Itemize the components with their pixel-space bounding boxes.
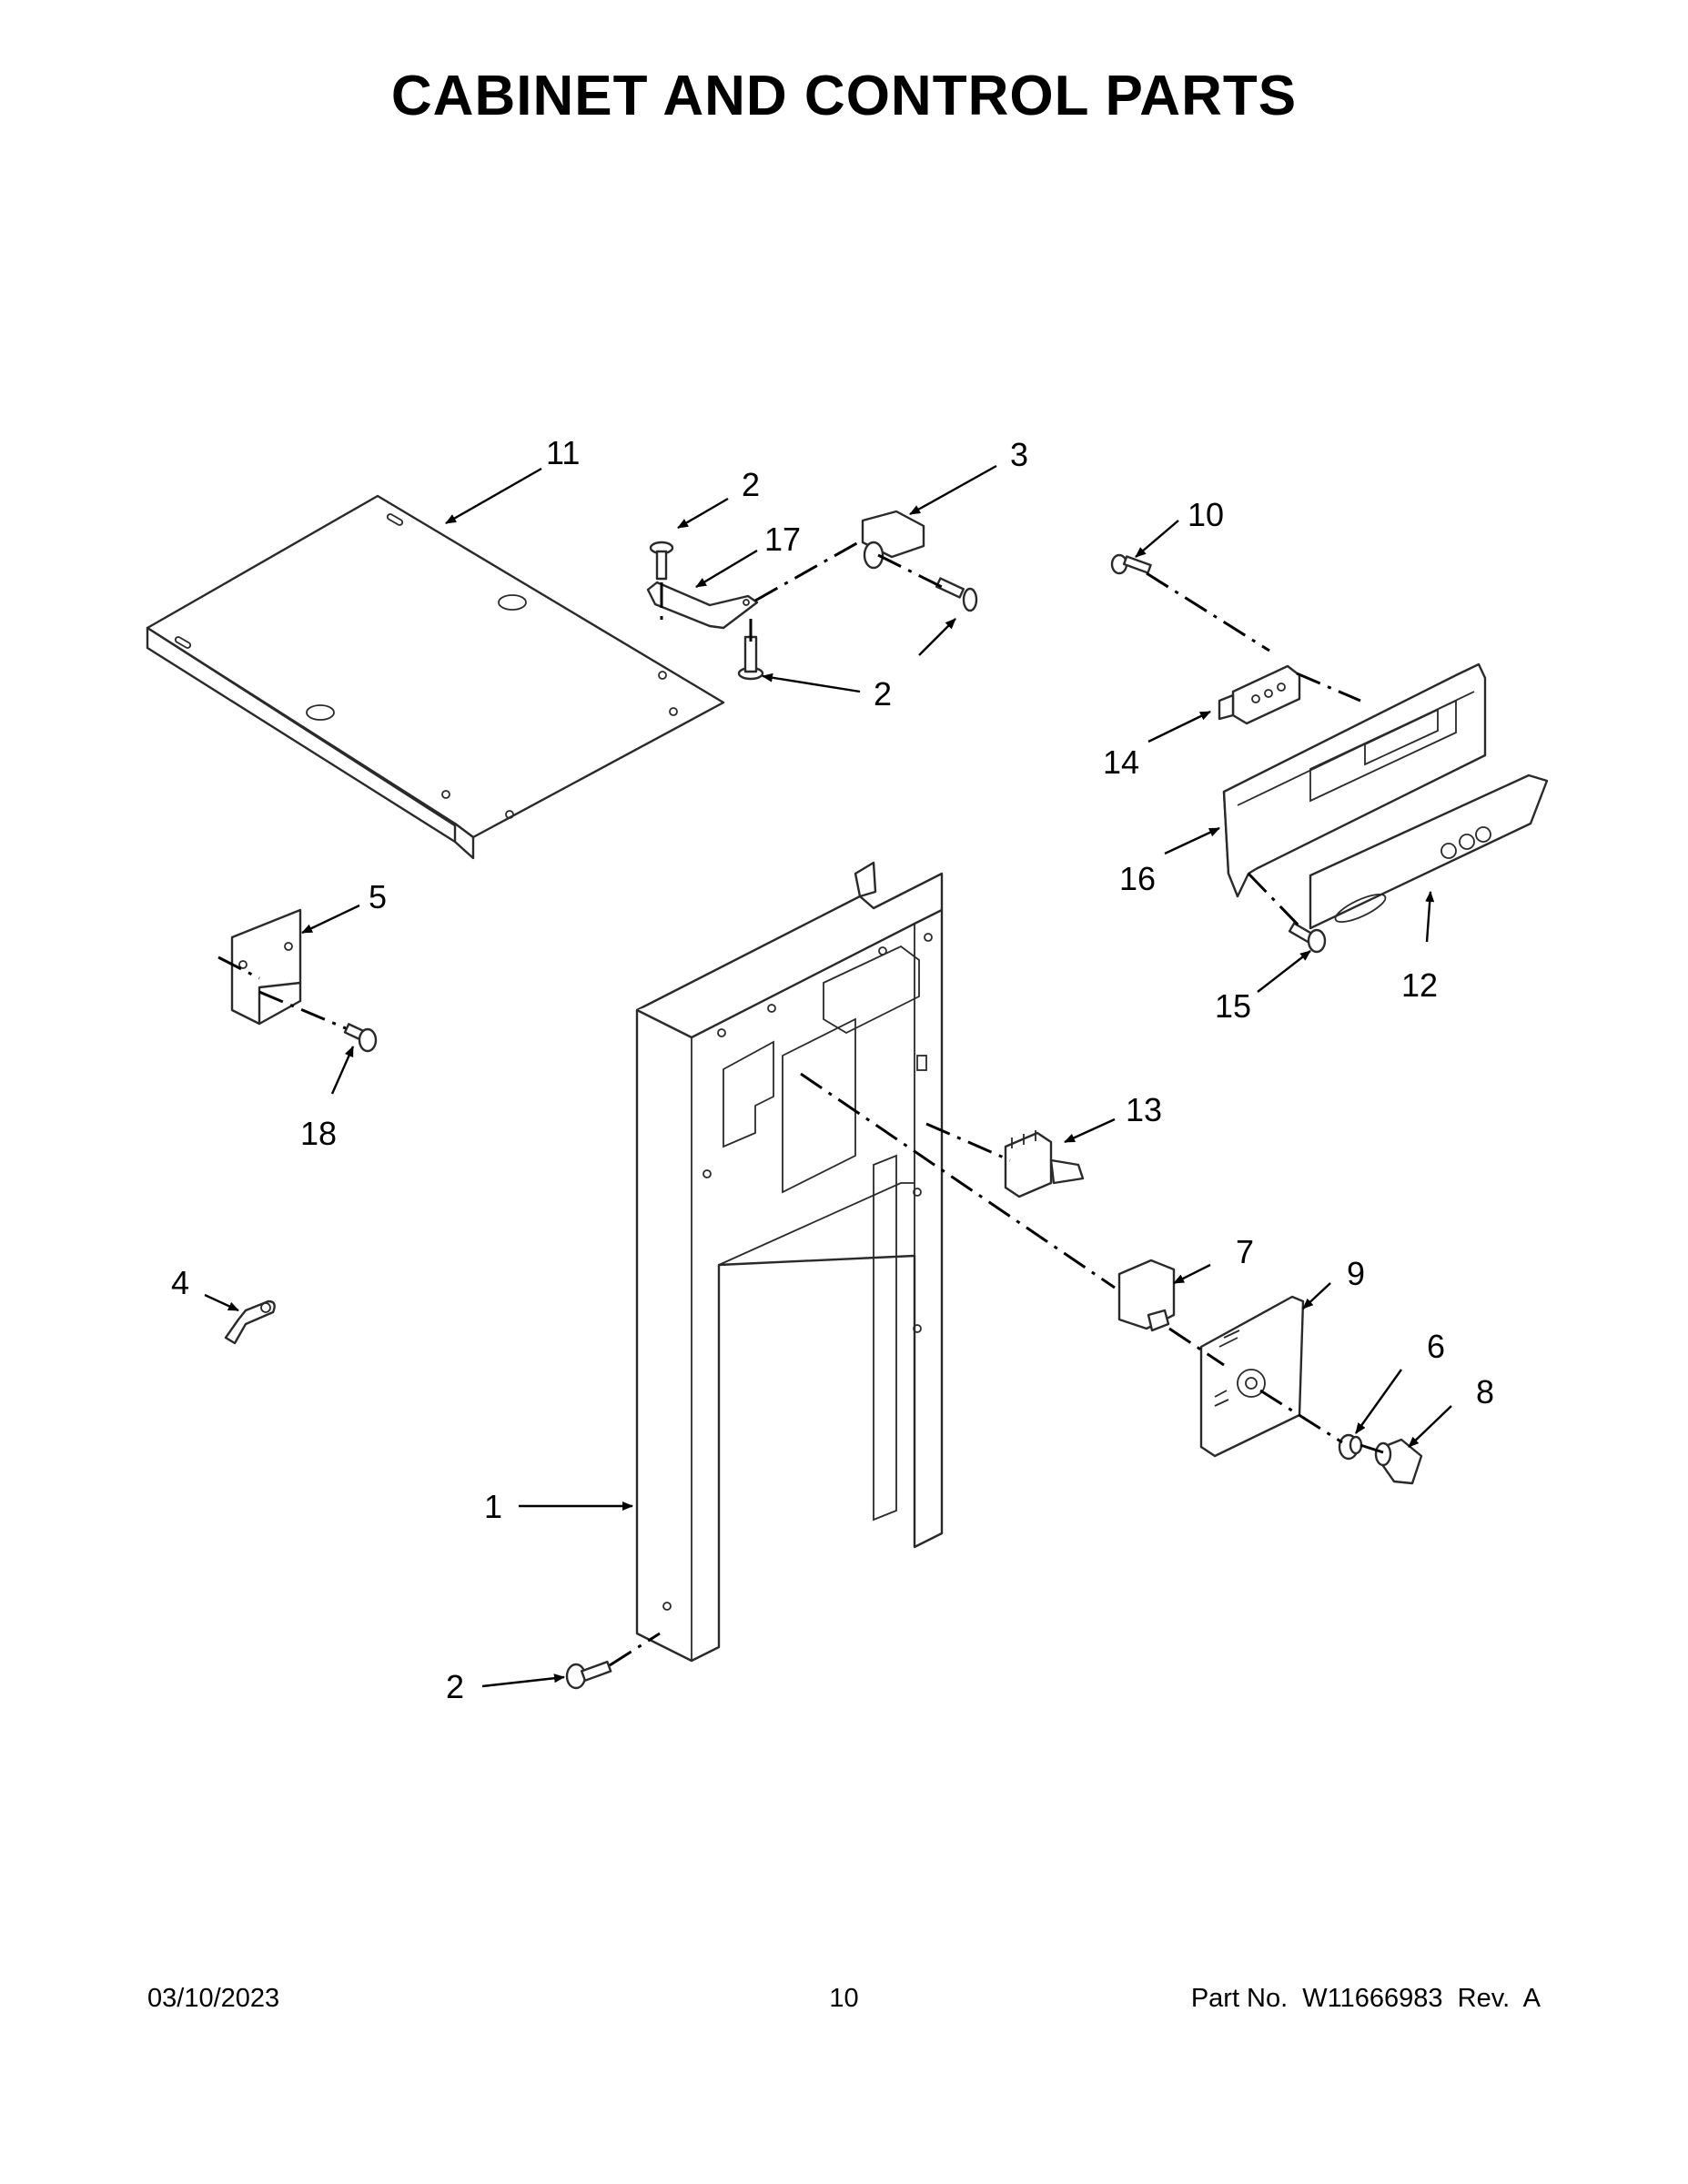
callout-11: 11 [546, 434, 580, 471]
screw-part [565, 1660, 612, 1690]
callout-13: 13 [1126, 1091, 1162, 1128]
thermostat-bracket-part [1199, 1295, 1305, 1458]
thermostat-knob-part [1374, 1438, 1423, 1485]
page-title: CABINET AND CONTROL PARTS [390, 65, 1298, 127]
screw-part [737, 635, 764, 681]
thermostat-part [1117, 1259, 1176, 1332]
footer-page-number: 10 [829, 1984, 859, 2013]
callout-4: 4 [171, 1264, 189, 1301]
footer-date: 03/10/2023 [147, 1984, 280, 2013]
bracket-part [646, 581, 759, 630]
callout-2-mid: 2 [874, 675, 892, 713]
callout-labels: 11 2 17 3 10 2 14 16 15 12 5 18 13 4 7 9… [171, 434, 1494, 1705]
hinge-block-part [861, 510, 925, 570]
callout-14: 14 [1103, 743, 1139, 781]
knob-bushing-part [1338, 1433, 1363, 1461]
callout-8: 8 [1476, 1373, 1494, 1410]
screw-part [1110, 553, 1152, 575]
mounting-bracket-part [230, 908, 302, 1026]
callout-10: 10 [1188, 496, 1224, 533]
screw-part [343, 1023, 378, 1053]
control-overlay-part [1309, 774, 1549, 930]
footer-part-number: Part No. W11666983 Rev. A [1190, 1984, 1541, 2013]
screw-part [1288, 922, 1327, 954]
leader-lines [204, 464, 1452, 1688]
callout-17: 17 [764, 521, 801, 558]
callout-12: 12 [1401, 966, 1438, 1004]
callout-3: 3 [1010, 436, 1028, 473]
cabinet-frame-part [635, 861, 944, 1663]
callout-18: 18 [300, 1115, 337, 1152]
assembly-lines [217, 540, 1384, 1667]
callout-9: 9 [1347, 1255, 1365, 1292]
callout-16: 16 [1119, 860, 1156, 897]
callout-5: 5 [369, 878, 387, 915]
top-panel-part [146, 494, 725, 860]
callout-2-top: 2 [742, 466, 760, 503]
leveling-clip-part [224, 1299, 276, 1345]
callout-2-bottom: 2 [446, 1668, 464, 1705]
screw-part [649, 541, 674, 581]
control-console-part [1222, 662, 1487, 898]
callout-7: 7 [1236, 1233, 1254, 1270]
callout-1: 1 [484, 1488, 502, 1525]
callout-6: 6 [1427, 1328, 1445, 1365]
door-switch-part [1004, 1130, 1085, 1198]
callout-15: 15 [1215, 987, 1251, 1025]
switch-housing-part [1218, 664, 1301, 725]
screw-part [935, 577, 978, 612]
